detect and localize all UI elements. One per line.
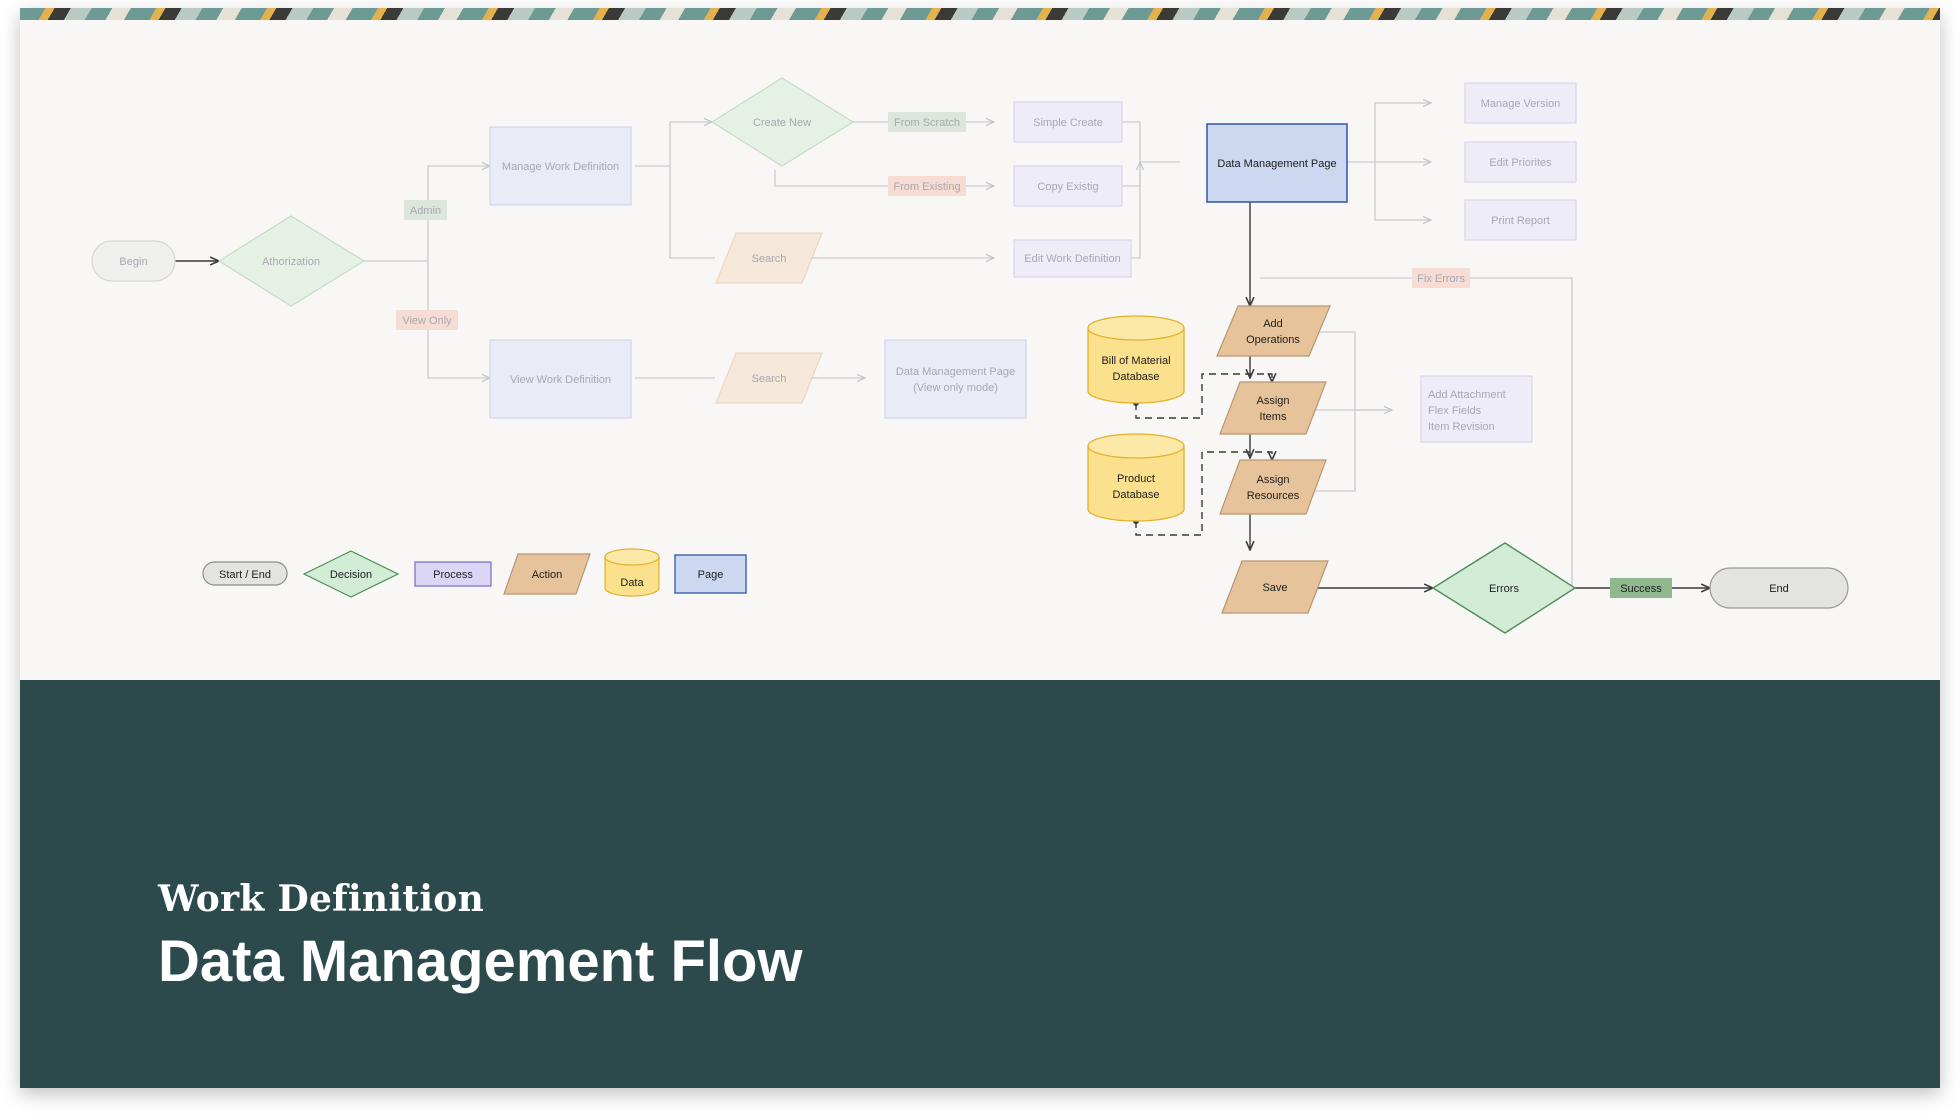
fix-errors-tag: Fix Errors xyxy=(1412,268,1470,288)
add-operations-label-1: Add xyxy=(1263,318,1283,330)
footer-kicker: Work Definition xyxy=(158,878,485,920)
assign-resources-action: Assign Resources xyxy=(1219,459,1327,515)
edit-work-definition-label: Edit Work Definition xyxy=(1024,253,1120,265)
legend-process-label: Process xyxy=(433,569,473,581)
copy-existing-label: Copy Existig xyxy=(1037,181,1098,193)
errors-decision: Errors xyxy=(1431,542,1577,634)
success-label: Success xyxy=(1620,583,1662,595)
save-label: Save xyxy=(1262,582,1287,594)
search-top-label: Search xyxy=(752,253,787,265)
fix-errors-label: Fix Errors xyxy=(1417,273,1465,285)
legend-process: Process xyxy=(414,561,492,587)
admin-label: Admin xyxy=(410,205,441,217)
database-links xyxy=(1135,374,1272,536)
admin-tag: Admin xyxy=(404,200,447,220)
data-management-page-node: Data Management Page xyxy=(1206,123,1348,203)
print-report-label: Print Report xyxy=(1491,215,1550,227)
extras-label-3: Item Revision xyxy=(1428,421,1495,433)
manage-version-label: Manage Version xyxy=(1481,98,1561,110)
assign-items-action: Assign Items xyxy=(1219,381,1327,435)
search-top-action: Search xyxy=(715,232,823,284)
legend-start-end: Start / End xyxy=(202,561,288,586)
bom-database-label-1: Bill of Material xyxy=(1101,355,1170,367)
flowchart-diagram: Begin Athorization Admin View Only Manag… xyxy=(91,77,1849,634)
authorization-label: Athorization xyxy=(262,256,320,268)
legend-action-label: Action xyxy=(532,569,563,581)
extras-node: Add Attachment Flex Fields Item Revision xyxy=(1420,375,1533,443)
edit-priorities-label: Edit Priorites xyxy=(1489,157,1552,169)
end-node: End xyxy=(1709,567,1849,609)
view-only-tag: View Only xyxy=(396,310,458,330)
view-work-definition-node: View Work Definition xyxy=(489,339,632,419)
extras-label-1: Add Attachment xyxy=(1428,389,1506,401)
product-database-label-1: Product xyxy=(1117,473,1155,485)
errors-label: Errors xyxy=(1489,583,1519,595)
legend-action: Action xyxy=(503,553,591,595)
bom-database: Bill of Material Database xyxy=(1087,315,1185,404)
legend-start-end-label: Start / End xyxy=(219,569,271,581)
assign-resources-label-1: Assign xyxy=(1256,474,1289,486)
assign-items-label-1: Assign xyxy=(1256,395,1289,407)
create-new-decision: Create New xyxy=(710,77,855,167)
print-report-node: Print Report xyxy=(1464,199,1577,241)
from-existing-tag: From Existing xyxy=(888,176,966,196)
save-action: Save xyxy=(1221,560,1329,614)
dm-page-view-only-label-2: (View only mode) xyxy=(913,382,998,394)
decorative-pattern-strip xyxy=(20,8,1940,20)
assign-resources-label-2: Resources xyxy=(1247,490,1300,502)
from-scratch-tag: From Scratch xyxy=(888,112,966,132)
title-footer: Work Definition Data Management Flow xyxy=(20,680,1940,1088)
legend-page-label: Page xyxy=(698,569,724,581)
from-existing-label: From Existing xyxy=(893,181,960,193)
legend-decision-label: Decision xyxy=(330,569,372,581)
manage-work-definition-node: Manage Work Definition xyxy=(489,126,632,206)
bom-database-label-2: Database xyxy=(1112,371,1159,383)
assign-items-label-2: Items xyxy=(1260,411,1287,423)
flowchart-canvas: Begin Athorization Admin View Only Manag… xyxy=(20,20,1940,680)
view-only-label: View Only xyxy=(402,315,452,327)
slide-card: Begin Athorization Admin View Only Manag… xyxy=(20,8,1940,1088)
edit-work-definition-node: Edit Work Definition xyxy=(1013,239,1132,278)
product-database: Product Database xyxy=(1087,433,1185,522)
simple-create-label: Simple Create xyxy=(1033,117,1103,129)
view-work-definition-label: View Work Definition xyxy=(510,374,611,386)
from-scratch-label: From Scratch xyxy=(894,117,960,129)
authorization-decision: Athorization xyxy=(217,215,366,307)
begin-node: Begin xyxy=(91,240,176,282)
legend-data: Data xyxy=(604,548,660,597)
legend-decision: Decision xyxy=(302,550,400,598)
create-new-label: Create New xyxy=(753,117,811,129)
legend: Start / End Decision Process Action xyxy=(202,548,747,598)
begin-label: Begin xyxy=(119,256,147,268)
search-bottom-action: Search xyxy=(715,352,823,404)
success-tag: Success xyxy=(1610,578,1672,598)
legend-data-label: Data xyxy=(620,577,644,589)
add-operations-label-2: Operations xyxy=(1246,334,1300,346)
manage-version-node: Manage Version xyxy=(1464,82,1577,124)
end-label: End xyxy=(1769,583,1789,595)
add-operations-action: Add Operations xyxy=(1216,305,1331,357)
extras-label-2: Flex Fields xyxy=(1428,405,1482,417)
legend-page: Page xyxy=(674,554,747,594)
manage-work-definition-label: Manage Work Definition xyxy=(502,161,619,173)
copy-existing-node: Copy Existig xyxy=(1013,165,1123,207)
footer-title: Data Management Flow xyxy=(158,929,803,994)
search-bottom-label: Search xyxy=(752,373,787,385)
dm-page-view-only-node: Data Management Page (View only mode) xyxy=(884,339,1027,419)
simple-create-node: Simple Create xyxy=(1013,101,1123,143)
data-management-page-label: Data Management Page xyxy=(1217,158,1336,170)
product-database-label-2: Database xyxy=(1112,489,1159,501)
edit-priorities-node: Edit Priorites xyxy=(1464,141,1577,183)
dm-page-view-only-label-1: Data Management Page xyxy=(896,366,1015,378)
